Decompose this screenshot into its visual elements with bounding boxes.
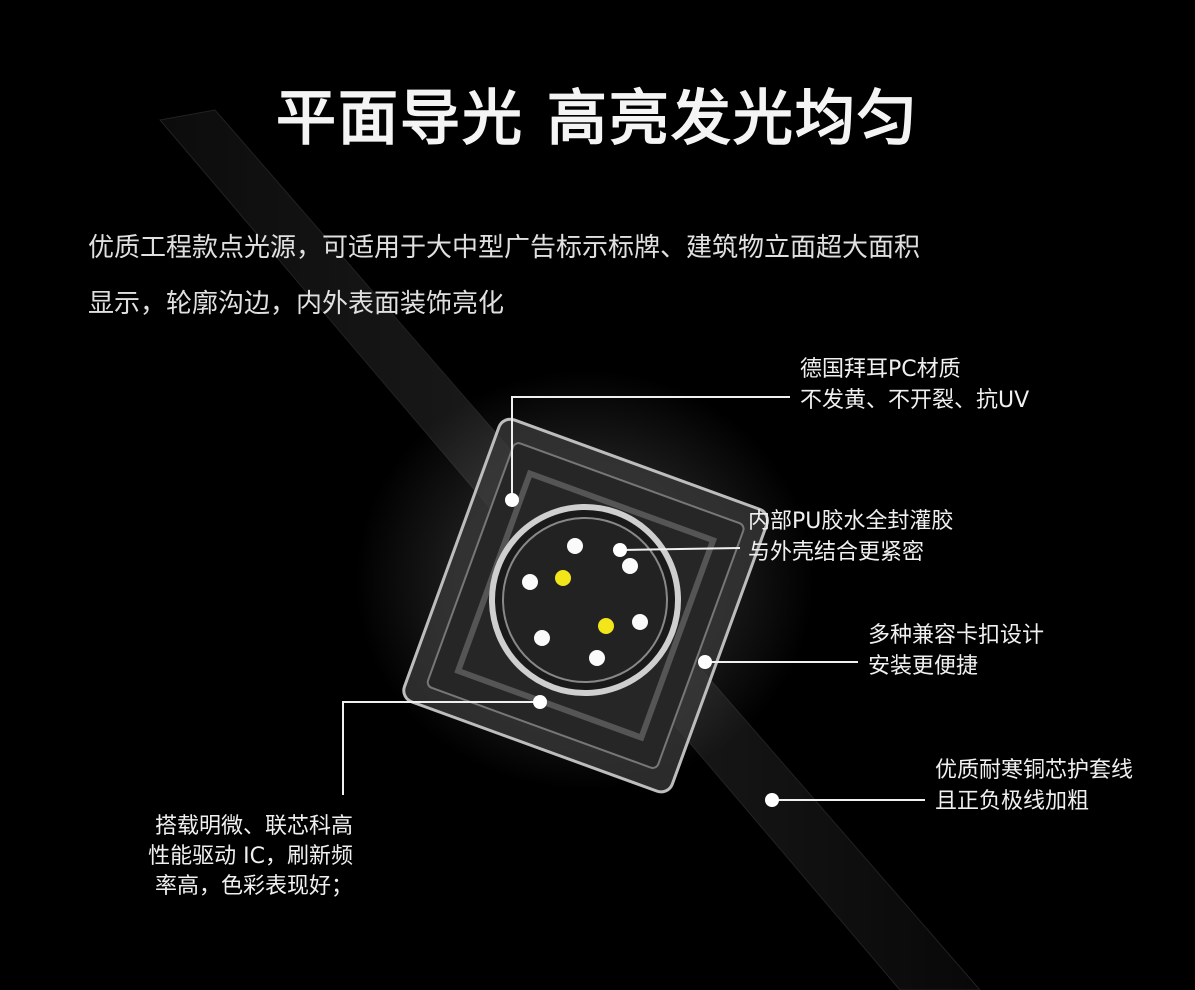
callout-line: 率高，色彩表现好； [154,874,353,899]
callout-clip-design: 多种兼容卡扣设计 安装更便捷 [868,620,1044,682]
callout-line: 优质耐寒铜芯护套线 [935,758,1134,783]
leds [522,538,648,666]
callout-line: 与外壳结合更紧密 [748,540,925,565]
callout-pc-material: 德国拜耳PC材质 不发黄、不开裂、抗UV [800,354,1029,416]
intro-text: 优质工程款点光源，可适用于大中型广告标示标牌、建筑物立面超大面积 显示，轮廓沟边… [88,220,1138,332]
led-module [402,417,769,794]
callout-line: 安装更便捷 [868,654,979,679]
callout-line: 内部PU胶水全封灌胶 [748,509,954,534]
callout-lines [342,396,925,801]
callout-dots [505,493,779,807]
callout-copper-wire: 优质耐寒铜芯护套线 且正负极线加粗 [935,755,1133,817]
intro-line-1: 优质工程款点光源，可适用于大中型广告标示标牌、建筑物立面超大面积 [88,233,921,263]
page-title: 平面导光 高亮发光均匀 [276,84,919,154]
callout-pu-glue: 内部PU胶水全封灌胶 与外壳结合更紧密 [748,506,953,568]
callout-line: 多种兼容卡扣设计 [868,623,1045,648]
callout-line: 性能驱动 IC，刷新频 [148,844,353,869]
callout-line: 且正负极线加粗 [935,789,1090,814]
callout-line: 德国拜耳PC材质 [800,357,961,382]
callout-line: 不发黄、不开裂、抗UV [800,388,1030,413]
callout-line: 搭载明微、联芯科高 [154,814,353,839]
intro-line-2: 显示，轮廓沟边，内外表面装饰亮化 [88,289,505,319]
callout-driver-ic: 搭载明微、联芯科高 性能驱动 IC，刷新频 率高，色彩表现好； [105,812,353,902]
